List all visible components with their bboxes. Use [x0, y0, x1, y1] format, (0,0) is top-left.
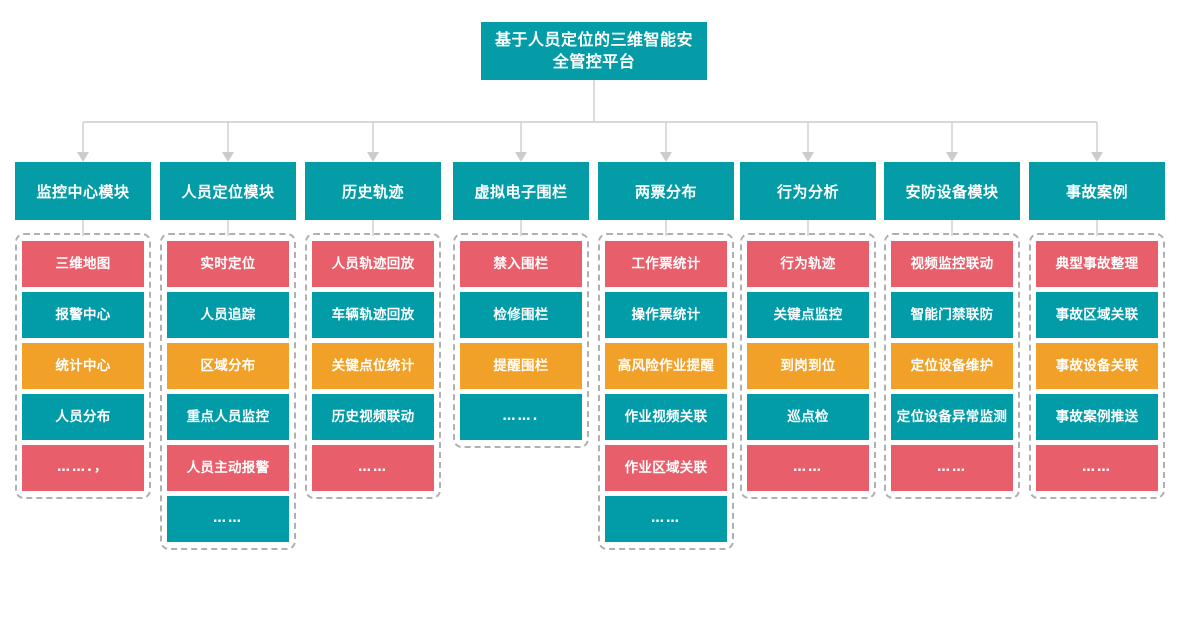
feature-cell-more[interactable]: …… — [167, 496, 289, 542]
column-header[interactable]: 行为分析 — [740, 162, 876, 220]
column-group: 行为轨迹 关键点监控 到岗到位 巡点检 …… — [740, 233, 876, 499]
feature-cell[interactable]: 实时定位 — [167, 241, 289, 287]
feature-cell[interactable]: 事故设备关联 — [1036, 343, 1158, 389]
feature-cell[interactable]: 行为轨迹 — [747, 241, 869, 287]
column-header[interactable]: 人员定位模块 — [160, 162, 296, 220]
feature-cell-more[interactable]: …… — [1036, 445, 1158, 491]
column-virtual-fence: 虚拟电子围栏 禁入围栏 检修围栏 提醒围栏 ……. — [453, 162, 589, 448]
feature-cell[interactable]: 智能门禁联防 — [891, 292, 1013, 338]
feature-cell[interactable]: 人员主动报警 — [167, 445, 289, 491]
feature-cell[interactable]: 定位设备异常监测 — [891, 394, 1013, 440]
column-header[interactable]: 历史轨迹 — [305, 162, 441, 220]
feature-cell[interactable]: 统计中心 — [22, 343, 144, 389]
feature-cell[interactable]: 检修围栏 — [460, 292, 582, 338]
platform-title-box: 基于人员定位的三维智能安全管控平台 — [481, 22, 707, 80]
column-header[interactable]: 两票分布 — [598, 162, 734, 220]
feature-cell[interactable]: 定位设备维护 — [891, 343, 1013, 389]
feature-cell[interactable]: 到岗到位 — [747, 343, 869, 389]
column-two-tickets: 两票分布 工作票统计 操作票统计 高风险作业提醒 作业视频关联 作业区域关联 …… — [598, 162, 734, 550]
column-accident-cases: 事故案例 典型事故整理 事故区域关联 事故设备关联 事故案例推送 …… — [1029, 162, 1165, 499]
column-group: 人员轨迹回放 车辆轨迹回放 关键点位统计 历史视频联动 …… — [305, 233, 441, 499]
feature-cell[interactable]: 报警中心 — [22, 292, 144, 338]
column-group: 禁入围栏 检修围栏 提醒围栏 ……. — [453, 233, 589, 448]
column-group: 典型事故整理 事故区域关联 事故设备关联 事故案例推送 …… — [1029, 233, 1165, 499]
feature-cell[interactable]: 人员分布 — [22, 394, 144, 440]
column-header[interactable]: 监控中心模块 — [15, 162, 151, 220]
feature-cell[interactable]: 事故案例推送 — [1036, 394, 1158, 440]
feature-cell[interactable]: 视频监控联动 — [891, 241, 1013, 287]
feature-cell[interactable]: 工作票统计 — [605, 241, 727, 287]
feature-cell[interactable]: 高风险作业提醒 — [605, 343, 727, 389]
column-header[interactable]: 事故案例 — [1029, 162, 1165, 220]
feature-cell[interactable]: 重点人员监控 — [167, 394, 289, 440]
feature-cell[interactable]: 三维地图 — [22, 241, 144, 287]
feature-cell[interactable]: 事故区域关联 — [1036, 292, 1158, 338]
feature-cell[interactable]: 操作票统计 — [605, 292, 727, 338]
feature-cell[interactable]: 提醒围栏 — [460, 343, 582, 389]
feature-cell-more[interactable]: …… — [891, 445, 1013, 491]
feature-cell[interactable]: 禁入围栏 — [460, 241, 582, 287]
column-personnel-positioning: 人员定位模块 实时定位 人员追踪 区域分布 重点人员监控 人员主动报警 …… — [160, 162, 296, 550]
column-group: 视频监控联动 智能门禁联防 定位设备维护 定位设备异常监测 …… — [884, 233, 1020, 499]
column-security-equipment: 安防设备模块 视频监控联动 智能门禁联防 定位设备维护 定位设备异常监测 …… — [884, 162, 1020, 499]
column-history-track: 历史轨迹 人员轨迹回放 车辆轨迹回放 关键点位统计 历史视频联动 …… — [305, 162, 441, 499]
feature-cell-more[interactable]: …… — [747, 445, 869, 491]
feature-cell[interactable]: 作业视频关联 — [605, 394, 727, 440]
feature-cell[interactable]: 关键点监控 — [747, 292, 869, 338]
feature-cell[interactable]: 人员轨迹回放 — [312, 241, 434, 287]
feature-cell[interactable]: 作业区域关联 — [605, 445, 727, 491]
column-header[interactable]: 虚拟电子围栏 — [453, 162, 589, 220]
feature-cell[interactable]: 巡点检 — [747, 394, 869, 440]
column-header[interactable]: 安防设备模块 — [884, 162, 1020, 220]
feature-cell-more[interactable]: …… — [605, 496, 727, 542]
feature-cell[interactable]: 车辆轨迹回放 — [312, 292, 434, 338]
column-group: 工作票统计 操作票统计 高风险作业提醒 作业视频关联 作业区域关联 …… — [598, 233, 734, 550]
column-monitoring-center: 监控中心模块 三维地图 报警中心 统计中心 人员分布 …….， — [15, 162, 151, 499]
feature-cell-more[interactable]: …….， — [22, 445, 144, 491]
feature-cell-more[interactable]: …… — [312, 445, 434, 491]
feature-cell[interactable]: 区域分布 — [167, 343, 289, 389]
column-group: 实时定位 人员追踪 区域分布 重点人员监控 人员主动报警 …… — [160, 233, 296, 550]
feature-cell-more[interactable]: ……. — [460, 394, 582, 440]
column-behavior-analysis: 行为分析 行为轨迹 关键点监控 到岗到位 巡点检 …… — [740, 162, 876, 499]
feature-cell[interactable]: 历史视频联动 — [312, 394, 434, 440]
feature-cell[interactable]: 人员追踪 — [167, 292, 289, 338]
feature-cell[interactable]: 关键点位统计 — [312, 343, 434, 389]
column-group: 三维地图 报警中心 统计中心 人员分布 …….， — [15, 233, 151, 499]
feature-cell[interactable]: 典型事故整理 — [1036, 241, 1158, 287]
